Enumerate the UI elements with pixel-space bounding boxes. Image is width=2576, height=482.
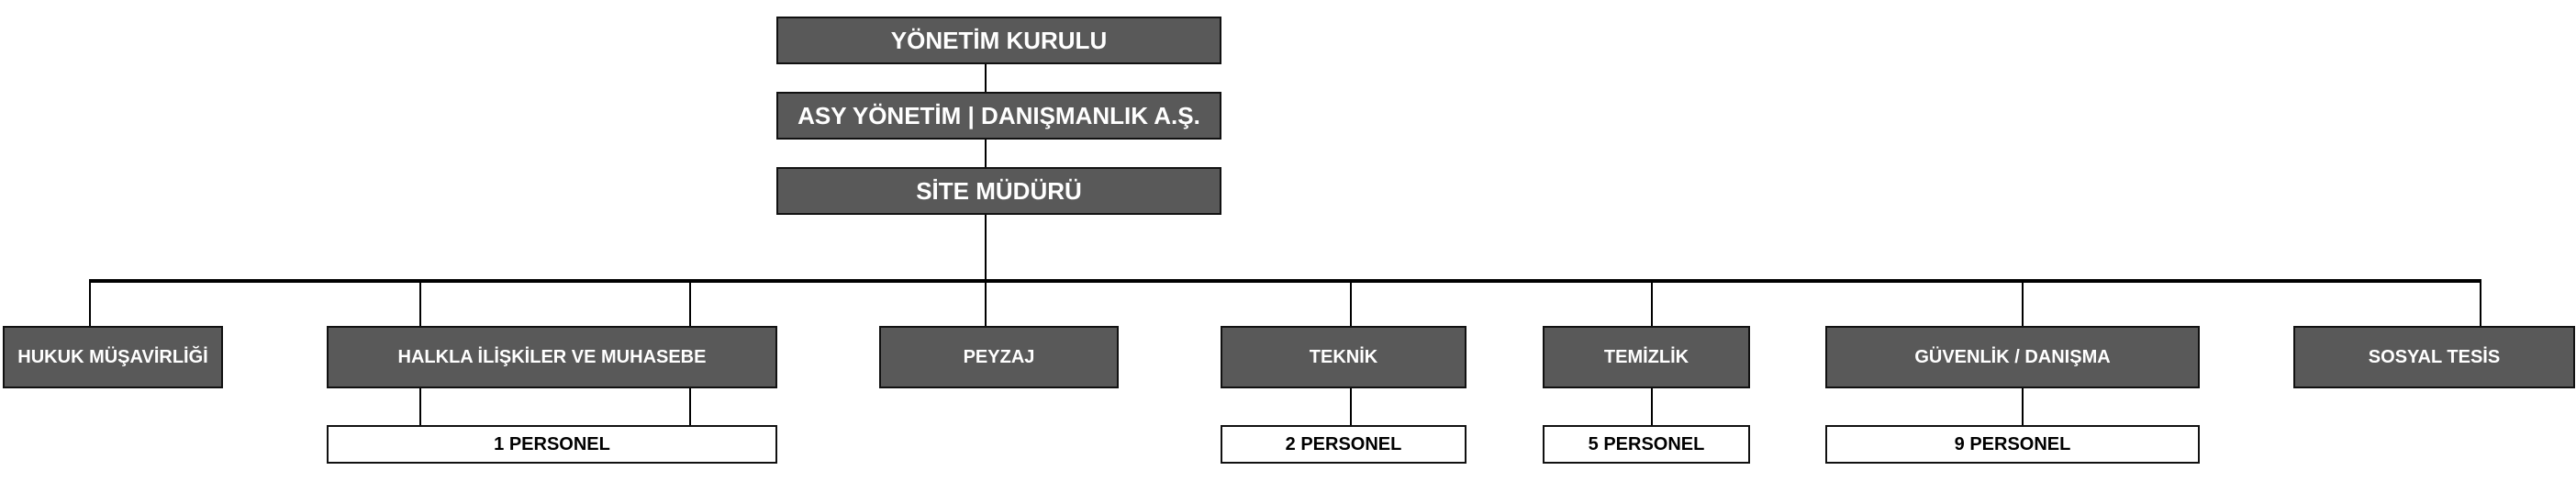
company-box: ASY YÖNETİM | DANIŞMANLIK A.Ş. <box>776 92 1221 140</box>
drop-peyzaj <box>985 279 987 327</box>
staff-link-halkla-right <box>689 387 691 426</box>
drop-halkla-right <box>689 279 691 327</box>
manager-box: SİTE MÜDÜRÜ <box>776 167 1221 215</box>
drop-temizlik <box>1651 279 1653 327</box>
staff-temizlik-box: 5 PERSONEL <box>1543 425 1750 464</box>
connector-board-company <box>985 62 987 92</box>
drop-sosyal <box>2480 279 2481 327</box>
drop-hukuk <box>89 279 91 327</box>
dept-guvenlik-box: GÜVENLİK / DANIŞMA <box>1825 326 2200 388</box>
drop-teknik <box>1350 279 1352 327</box>
dept-hukuk-box: HUKUK MÜŞAVİRLİĞİ <box>3 326 223 388</box>
horizontal-bus <box>89 279 2481 283</box>
staff-link-teknik <box>1350 387 1352 426</box>
dept-halkla-box: HALKLA İLİŞKİLER VE MUHASEBE <box>327 326 777 388</box>
drop-halkla-left <box>419 279 421 327</box>
staff-teknik-box: 2 PERSONEL <box>1221 425 1466 464</box>
dept-peyzaj-box: PEYZAJ <box>879 326 1119 388</box>
dept-teknik-box: TEKNİK <box>1221 326 1466 388</box>
staff-halkla-box: 1 PERSONEL <box>327 425 777 464</box>
board-box: YÖNETİM KURULU <box>776 17 1221 64</box>
staff-link-temizlik <box>1651 387 1653 426</box>
drop-guvenlik <box>2022 279 2024 327</box>
connector-manager-bus <box>985 213 987 281</box>
connector-company-manager <box>985 138 987 167</box>
dept-temizlik-box: TEMİZLİK <box>1543 326 1750 388</box>
dept-sosyal-box: SOSYAL TESİS <box>2293 326 2575 388</box>
staff-link-guvenlik <box>2022 387 2024 426</box>
staff-link-halkla-left <box>419 387 421 426</box>
staff-guvenlik-box: 9 PERSONEL <box>1825 425 2200 464</box>
